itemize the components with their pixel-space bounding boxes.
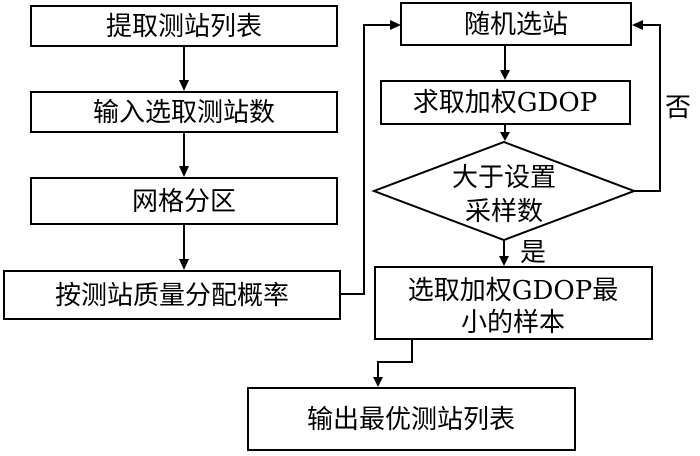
node-grid-partition-label: 网格分区	[132, 187, 236, 217]
node-compute-gdop-label: 求取加权GDOP	[413, 88, 597, 118]
node-random-select-label: 随机选站	[464, 10, 568, 40]
node-select-min	[374, 266, 653, 340]
node-random-select	[400, 2, 632, 46]
node-input-count	[30, 91, 338, 133]
edge-grid-to-assign	[179, 224, 189, 270]
node-assign-probability-label: 按测站质量分配概率	[55, 281, 289, 311]
edge-random-to-gdop	[500, 45, 510, 80]
edge-gdop-to-decision	[500, 124, 510, 141]
node-decision-label-line1: 大于设置	[452, 163, 556, 193]
edge-assign-to-random	[340, 20, 401, 295]
edge-decision-no	[632, 20, 661, 192]
node-decision-label-line2: 采样数	[465, 197, 543, 227]
node-input-count-label: 输入选取测站数	[93, 98, 275, 128]
edge-input-to-grid	[179, 132, 189, 177]
node-select-min-label-line2: 小的样本	[461, 308, 565, 338]
arrowhead	[390, 20, 401, 30]
arrowhead	[500, 132, 510, 141]
node-compute-gdop	[380, 80, 631, 125]
arrowhead	[179, 80, 189, 91]
arrowhead	[499, 256, 509, 266]
node-extract-list	[30, 5, 338, 47]
arrowhead	[500, 70, 510, 80]
arrowhead	[632, 20, 643, 30]
arrowhead	[373, 377, 383, 387]
edge-yes-label: 是	[520, 238, 546, 268]
edge-select-to-output	[373, 339, 413, 387]
edge-no-label: 否	[665, 93, 691, 123]
node-extract-list-label: 提取测站列表	[106, 12, 262, 42]
arrowhead	[179, 166, 189, 177]
edge-decision-yes	[499, 240, 509, 266]
node-output-list	[247, 387, 576, 451]
arrowhead	[179, 259, 189, 270]
edge-extract-to-input	[179, 46, 189, 91]
node-select-min-label-line1: 选取加权GDOP最	[408, 276, 618, 306]
node-output-list-label: 输出最优测站列表	[307, 405, 515, 435]
